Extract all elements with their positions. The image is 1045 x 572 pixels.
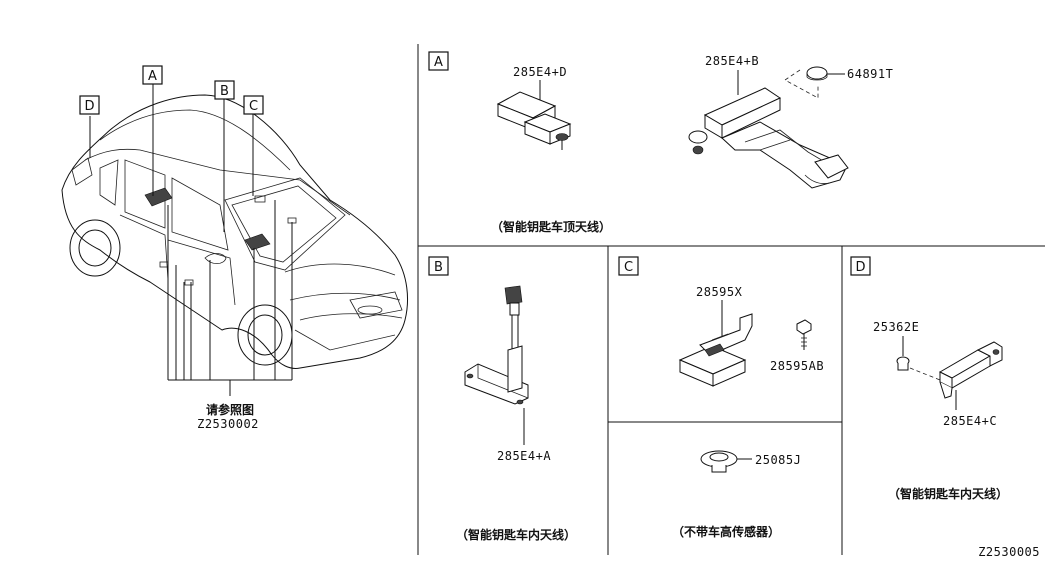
svg-text:D: D <box>855 260 865 275</box>
see-reference-code: Z2530002 <box>197 417 259 431</box>
antenna-285e4-a <box>464 285 529 405</box>
section-C: C 28595X 28595AB 25085J （不带车高传感器） <box>618 256 824 539</box>
sensor-bracket-28595x <box>678 313 753 387</box>
section-C-caption: （不带车高传感器） <box>672 524 780 539</box>
see-reference-label: 请参照图 <box>206 402 254 417</box>
clip-64891t <box>806 66 828 81</box>
part-number-28595X: 28595X <box>696 285 743 299</box>
location-label-C: C <box>243 95 264 115</box>
part-number-28595AB: 28595AB <box>770 359 824 373</box>
section-D: D 25362E 285E4+C （智能钥匙车内天线） <box>850 256 1008 501</box>
car-overview-illustration <box>61 84 409 396</box>
antenna-module-d <box>496 91 572 150</box>
location-label-B: B <box>214 80 235 100</box>
part-number-64891T: 64891T <box>847 67 893 81</box>
part-number-25085J: 25085J <box>755 453 801 467</box>
section-D-label: D <box>850 256 871 276</box>
location-label-A: A <box>142 65 163 85</box>
part-number-285E4-D: 285E4+D <box>513 65 567 79</box>
svg-text:D: D <box>84 99 94 114</box>
section-B-label: B <box>428 256 449 276</box>
location-label-D: D <box>79 95 100 115</box>
part-number-285E4-A: 285E4+A <box>497 449 551 463</box>
section-B: B 285E4+A （智能钥匙车内天线） <box>428 256 576 542</box>
svg-text:C: C <box>249 99 258 114</box>
antenna-285e4-c <box>938 341 1003 399</box>
clip-25362e <box>896 356 910 371</box>
section-dividers <box>417 44 1045 555</box>
svg-text:A: A <box>148 69 157 84</box>
part-number-285E4-B: 285E4+B <box>705 54 759 68</box>
section-C-label: C <box>618 256 639 276</box>
section-A-caption: （智能钥匙车顶天线） <box>491 219 611 234</box>
part-number-285E4-C: 285E4+C <box>943 414 997 428</box>
section-D-caption: （智能钥匙车内天线） <box>888 486 1008 501</box>
section-A-label: A <box>428 51 449 71</box>
figure-code: Z2530005 <box>978 545 1040 559</box>
clip-25085j <box>700 450 738 473</box>
svg-text:A: A <box>434 55 443 70</box>
antenna-module-b <box>688 87 849 189</box>
svg-text:B: B <box>434 260 443 275</box>
section-A: A 285E4+D 285E4+B 64891T <box>428 51 893 234</box>
svg-text:C: C <box>624 260 633 275</box>
part-number-25362E: 25362E <box>873 320 919 334</box>
section-B-caption: （智能钥匙车内天线） <box>456 527 576 542</box>
bolt-28595ab <box>796 319 812 350</box>
svg-text:B: B <box>220 84 229 99</box>
